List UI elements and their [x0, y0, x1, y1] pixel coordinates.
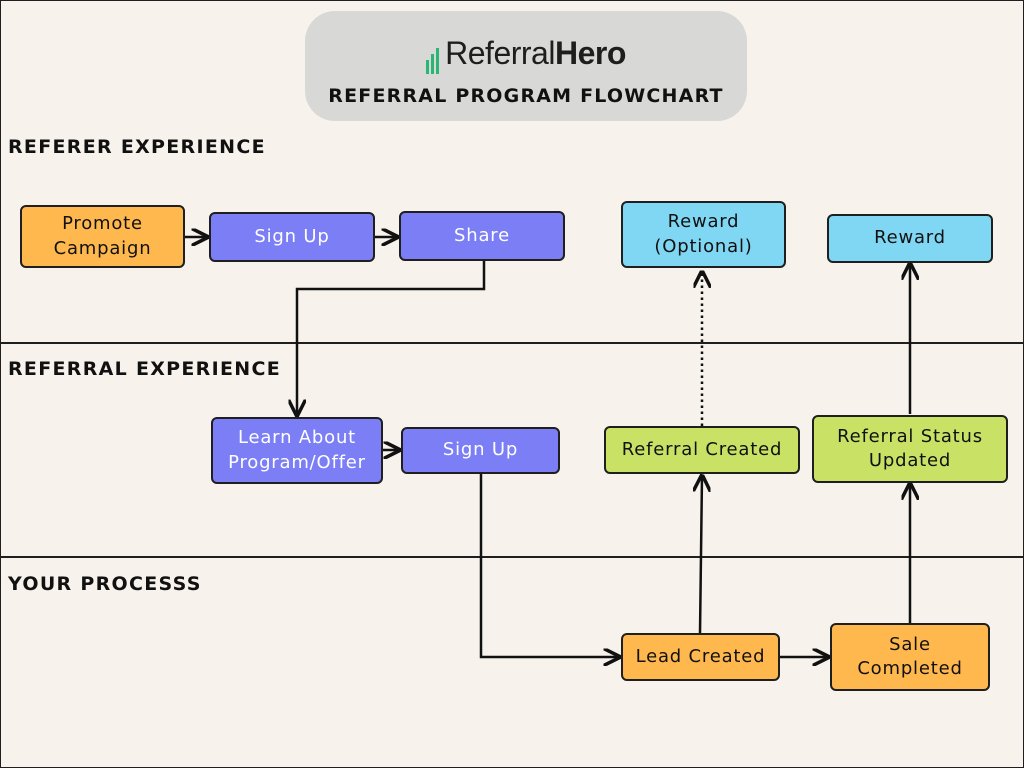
referralhero-logo: ReferralHero — [305, 35, 747, 74]
node-sale-completed: Sale Completed — [830, 623, 990, 691]
node-reward-optional: Reward (Optional) — [621, 201, 786, 268]
flowchart-title: REFERRAL PROGRAM FLOWCHART — [328, 85, 724, 107]
lane-divider-2 — [0, 556, 1024, 558]
node-learn-about-program: Learn About Program/Offer — [211, 417, 383, 484]
edge-share-to-learn — [297, 261, 486, 415]
header-banner: ReferralHero REFERRAL PROGRAM FLOWCHART — [305, 11, 747, 121]
node-referer-sign-up: Sign Up — [209, 212, 375, 262]
logo-text-bold: Hero — [554, 35, 626, 71]
node-share: Share — [399, 211, 565, 261]
node-promote-campaign: Promote Campaign — [20, 205, 185, 268]
bar-chart-icon — [426, 37, 441, 74]
edge-signup-to-lead — [479, 474, 619, 657]
lane-divider-1 — [0, 342, 1024, 344]
node-lead-created: Lead Created — [621, 633, 780, 681]
lane-title-referral: REFERRAL EXPERIENCE — [8, 358, 281, 380]
edge-lead-to-referral-created — [700, 476, 702, 634]
lane-title-process: YOUR PROCESSS — [8, 573, 202, 595]
node-referral-status-updated: Referral Status Updated — [812, 415, 1008, 483]
logo-text-light: Referral — [445, 35, 555, 71]
node-referral-created: Referral Created — [604, 426, 800, 474]
node-referral-sign-up: Sign Up — [401, 427, 560, 474]
node-reward: Reward — [827, 214, 993, 263]
lane-title-referer: REFERER EXPERIENCE — [8, 136, 266, 158]
